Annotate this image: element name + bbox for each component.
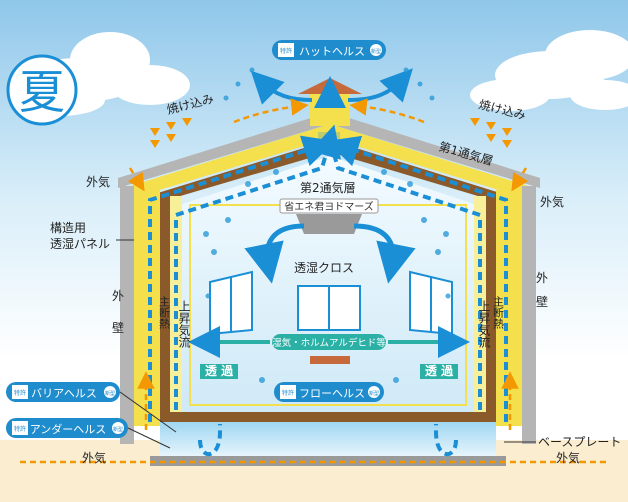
heat-penetration-icon-right <box>470 118 512 148</box>
dehumid-label: 湿気・ホルムアルデヒド等 <box>272 337 386 349</box>
barrier-health-label: バリアヘルス <box>31 387 97 400</box>
panel-label-line2: 透湿パネル <box>50 236 110 251</box>
hat-health-tag: 特許 ハットヘルス 新型 <box>272 40 386 60</box>
energy-saver-label-box <box>279 198 379 214</box>
second-vent-label: 第2通気層 <box>300 180 356 195</box>
foundation <box>150 456 506 466</box>
airflow-lines <box>148 76 508 457</box>
panel-label-line1: 構造用 <box>50 221 86 235</box>
season-label: 夏 <box>19 65 65 119</box>
new-badge-icon <box>368 386 380 398</box>
permeate-label-left: 透 過 <box>205 363 234 378</box>
wall-left-outer <box>120 186 134 444</box>
svg-text:特許: 特許 <box>280 47 292 55</box>
energy-saver-unit <box>296 214 362 234</box>
insulation-label-left: 主断熱 <box>158 296 171 330</box>
barrier-health-tag: 特許 バリアヘルス 新型 <box>6 382 120 402</box>
permeate-box-right <box>420 364 458 379</box>
ridge-vent <box>310 92 350 126</box>
dehumid-label-box <box>272 334 386 350</box>
svg-text:新型: 新型 <box>105 390 115 397</box>
wall-right-outer <box>522 186 536 444</box>
svg-text:新型: 新型 <box>113 426 123 433</box>
floor-health-tag: 特許 フローヘルス 新型 <box>274 382 384 402</box>
new-badge-icon <box>104 386 116 398</box>
cloud-right-icon <box>470 30 628 111</box>
svg-text:新型: 新型 <box>371 48 381 55</box>
insulation-label-right: 主断熱 <box>492 296 505 330</box>
window-center <box>297 285 361 331</box>
patent-icon <box>278 43 294 57</box>
base-plate-label: ベースプレート <box>538 435 621 449</box>
floor-board <box>170 412 486 422</box>
new-badge-icon <box>370 44 382 56</box>
floor-vent-grill <box>310 356 350 364</box>
outside-air-label-bottom-right: 外気 <box>556 450 580 465</box>
updraft-label-left: 上昇気流 <box>177 300 191 348</box>
permeate-box-left <box>200 364 238 379</box>
window-right <box>409 270 453 336</box>
cross-label: 透湿クロス <box>294 260 354 275</box>
wall-left-insulation <box>160 196 170 424</box>
room-circulation-arrows <box>244 223 416 284</box>
patent-icon <box>280 385 296 399</box>
barrier-pointer <box>119 391 177 433</box>
permeate-label-right: 透 過 <box>425 363 454 378</box>
crawl-space <box>160 422 496 456</box>
svg-text:新型: 新型 <box>369 390 379 397</box>
floor-health-label: フローヘルス <box>299 387 365 400</box>
under-health-label: アンダーヘルス <box>30 422 107 436</box>
outer-wall-left-2: 壁 <box>112 320 124 335</box>
heat-penetration-icon-left <box>150 118 192 148</box>
under-pointer <box>127 427 171 449</box>
outside-air-label-right: 外気 <box>540 194 564 209</box>
new-badge-icon <box>112 422 124 434</box>
window-left <box>209 270 253 336</box>
wall-left-vent <box>134 190 160 426</box>
outside-air-flow <box>20 98 606 464</box>
season-circle <box>6 54 78 126</box>
hat-health-label: ハットヘルス <box>299 45 365 58</box>
outer-wall-left-1: 外 <box>112 289 124 303</box>
energy-saver-label: 省エネ君ヨドマーズ <box>284 200 374 213</box>
outside-air-label-left: 外気 <box>86 174 110 189</box>
updraft-label-right: 上昇気流 <box>477 300 491 348</box>
wall-right-second-vent <box>474 196 486 422</box>
svg-text:特許: 特許 <box>282 389 294 397</box>
wall-left-second-vent <box>170 196 182 422</box>
svg-text:特許: 特許 <box>14 425 26 433</box>
patent-icon <box>12 421 28 435</box>
wall-right-insulation <box>486 196 496 424</box>
patent-icon <box>12 385 28 399</box>
outside-air-label-bottom-left: 外気 <box>82 450 106 465</box>
outer-wall-right-1: 外 <box>536 271 548 285</box>
under-health-tag: 特許 アンダーヘルス 新型 <box>6 418 128 438</box>
outer-wall-right-2: 壁 <box>536 294 548 309</box>
svg-text:特許: 特許 <box>14 389 26 397</box>
